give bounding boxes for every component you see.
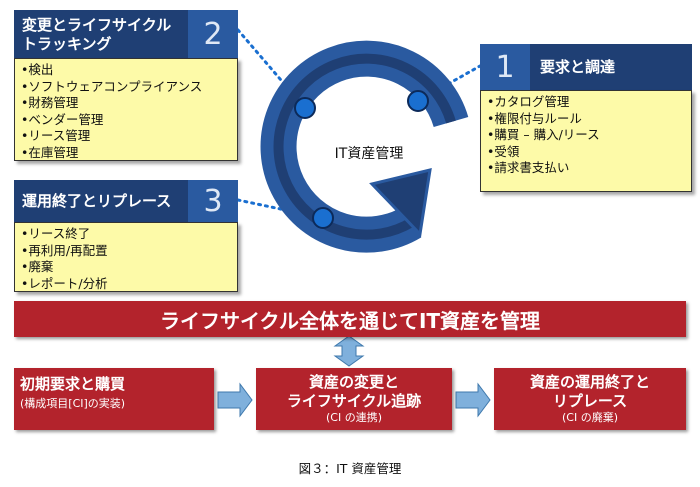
- panel-1-header: 1 要求と調達: [480, 44, 692, 90]
- flow-box-retirement: 資産の運用終了と リプレース (CI の廃棄): [494, 368, 686, 430]
- list-item: •検出: [21, 62, 54, 77]
- flow-box-2-sub: (CI の連携): [325, 411, 382, 424]
- flow-box-3-title-line-2: リプレース: [552, 392, 628, 410]
- flow-box-1-sub: (構成項目[CI]の実装): [20, 397, 126, 410]
- list-item: •レポート/分析: [21, 275, 108, 291]
- flow-box-2-title-line-1: 資産の変更と: [308, 373, 399, 391]
- cycle-arrowhead: [369, 168, 432, 238]
- list-item: •請求書支払い: [487, 160, 570, 175]
- list-item: •在庫管理: [21, 144, 79, 160]
- list-item: •カタログ管理: [487, 94, 570, 109]
- flow-box-3-sub: (CI の廃棄): [561, 411, 618, 424]
- cycle-center-label: IT資産管理: [335, 146, 404, 162]
- list-item: •再利用/再配置: [21, 242, 108, 258]
- panel-3-list: •リース終了 •再利用/再配置 •廃棄 •レポート/分析: [14, 222, 238, 292]
- list-item: •購買 – 購入/リース: [487, 127, 600, 142]
- list-item: •受領: [487, 143, 520, 159]
- flow-box-change-tracking: 資産の変更と ライフサイクル追跡 (CI の連携): [256, 368, 452, 430]
- cycle-node-1: [407, 90, 429, 112]
- panel-2-title-line-1: 変更とライフサイクル: [22, 16, 172, 34]
- panel-1-title-line-1: 要求と調達: [540, 58, 616, 76]
- flow-box-1-title: 初期要求と購買: [20, 375, 126, 393]
- flow-box-3-title-line-1: 資産の運用終了と: [529, 373, 650, 391]
- panel-2-list: •検出 •ソフトウェアコンプライアンス •財務管理 •ベンダー管理 •リース管理…: [14, 58, 238, 161]
- list-item: •廃棄: [21, 259, 54, 274]
- panel-2-number: 2: [188, 10, 238, 58]
- panel-1-list: •カタログ管理 •権限付与ルール •購買 – 購入/リース •受領 •請求書支払…: [480, 90, 692, 192]
- cycle-node-3: [312, 207, 334, 229]
- flow-arrow-2: [455, 382, 491, 418]
- panel-3-number: 3: [188, 180, 238, 222]
- panel-2-header: 変更とライフサイクル トラッキング 2: [14, 10, 238, 58]
- panel-3-header: 運用終了とリプレース 3: [14, 180, 238, 222]
- cycle-node-2: [294, 97, 316, 119]
- lifecycle-banner: ライフサイクル全体を通じてIT資産を管理: [14, 301, 686, 337]
- banner-updown-arrow: [333, 335, 365, 367]
- flow-box-initial-request: 初期要求と購買 (構成項目[CI]の実装): [14, 368, 214, 430]
- list-item: •財務管理: [21, 95, 79, 110]
- list-item: •ベンダー管理: [21, 111, 104, 127]
- panel-1-number: 1: [480, 44, 530, 90]
- figure-caption: 図３：IT 資産管理: [298, 461, 402, 476]
- list-item: •リース管理: [21, 128, 91, 143]
- list-item: •ソフトウェアコンプライアンス: [21, 78, 203, 94]
- panel-3-title-line-1: 運用終了とリプレース: [22, 192, 172, 210]
- flow-arrow-1: [217, 382, 253, 418]
- list-item: •リース終了: [21, 226, 91, 241]
- cycle-ring-inner: [273, 53, 456, 240]
- panel-2-title-line-2: トラッキング: [22, 35, 112, 53]
- lifecycle-banner-text: ライフサイクル全体を通じてIT資産を管理: [159, 308, 541, 333]
- flow-box-2-title-line-2: ライフサイクル追跡: [286, 392, 422, 410]
- list-item: •権限付与ルール: [487, 110, 582, 126]
